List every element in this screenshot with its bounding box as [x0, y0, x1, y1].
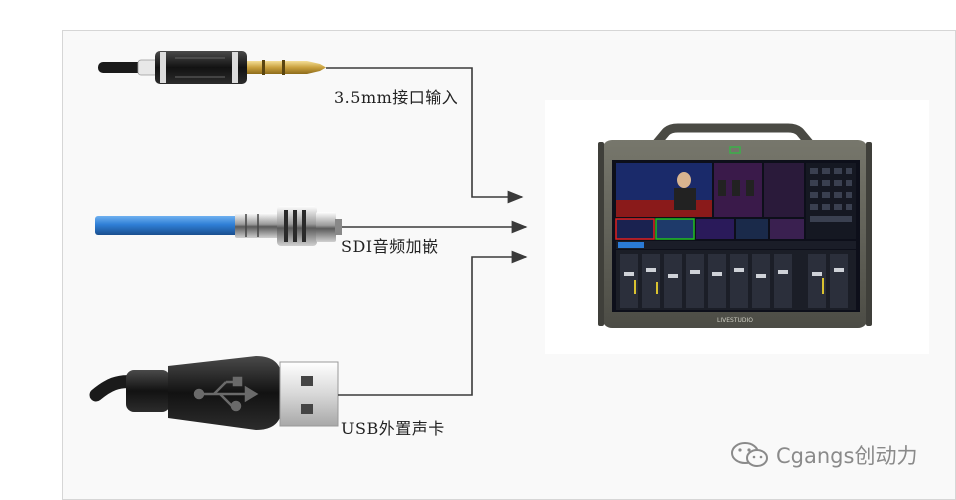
audio-mixer-channels — [620, 254, 848, 308]
arrow-usb — [338, 250, 528, 396]
label-usb-soundcard: USB外置声卡 — [341, 419, 445, 438]
sdi-bnc-connector — [95, 206, 342, 246]
watermark: Cgangs创动力 — [730, 440, 917, 470]
jack-35mm-connector — [98, 51, 326, 84]
arrow-35mm — [326, 67, 524, 204]
livestudio-device: LIVESTUDIO — [598, 123, 872, 328]
connection-lines — [326, 67, 528, 396]
label-sdi-embed: SDI音频加嵌 — [341, 237, 439, 256]
label-35mm-input: 3.5mm接口输入 — [334, 88, 459, 107]
device-brand: LIVESTUDIO — [717, 317, 753, 324]
usb-connector — [89, 356, 339, 430]
wechat-icon — [731, 442, 768, 467]
watermark-text: Cgangs创动力 — [776, 444, 918, 468]
